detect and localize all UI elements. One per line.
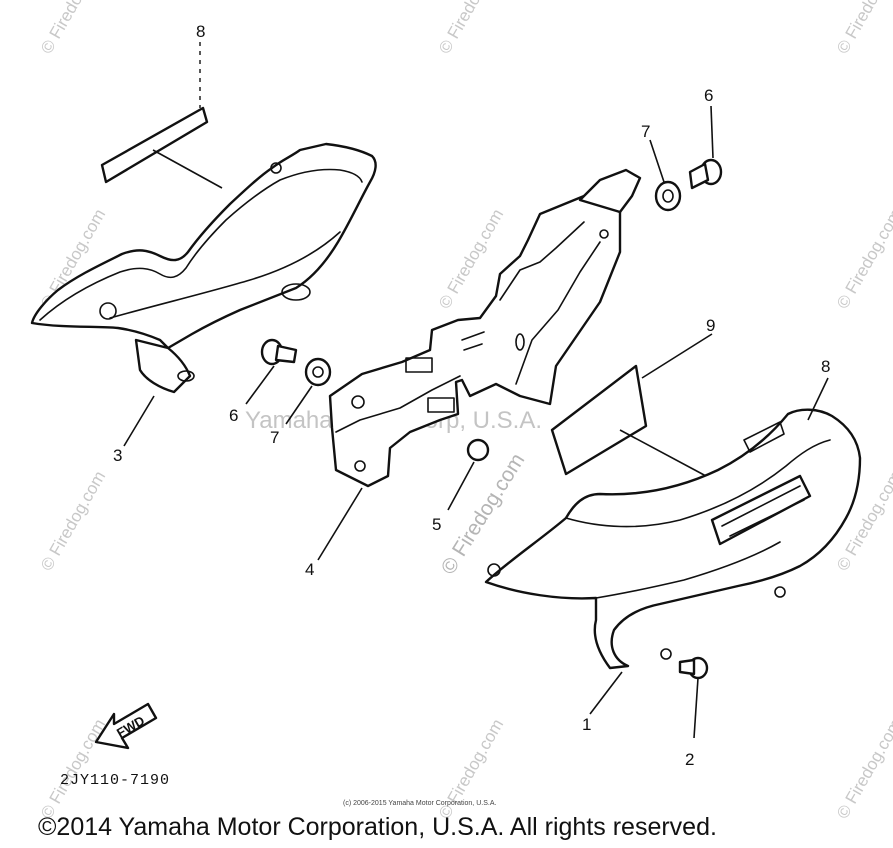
- callout-label: 6: [229, 406, 238, 425]
- watermark: © Firedog.com: [833, 716, 893, 822]
- part-8-emblem-upper: [100, 42, 223, 189]
- callout-label: 8: [821, 357, 830, 376]
- part-6-bolt-left: [245, 338, 298, 405]
- watermark: © Firedog.com: [435, 0, 507, 57]
- callout-label: 3: [113, 446, 122, 465]
- watermark-layer: © Firedog.com © Firedog.com © Firedog.co…: [37, 0, 893, 822]
- callout-label: 9: [706, 316, 715, 335]
- watermark: © Firedog.com: [37, 716, 109, 822]
- fwd-arrow: FWD: [94, 702, 158, 750]
- part-5-damper: [447, 438, 490, 511]
- watermark: © Firedog.com: [833, 0, 893, 57]
- small-copyright: (c) 2006-2015 Yamaha Motor Corporation, …: [343, 800, 496, 807]
- watermark: © Firedog.com: [833, 206, 893, 312]
- watermark: © Firedog.com: [37, 468, 109, 574]
- callout-label: 5: [432, 515, 441, 534]
- callout-label: 8: [196, 22, 205, 41]
- copyright-notice: ©2014 Yamaha Motor Corporation, U.S.A. A…: [38, 813, 717, 841]
- part-3-side-cover-left: [30, 142, 377, 447]
- callout-label: 7: [270, 428, 279, 447]
- callout-label: 6: [704, 86, 713, 105]
- watermark: © Firedog.com: [37, 0, 109, 57]
- callout-label: 1: [582, 715, 591, 734]
- part-2-screw: [678, 656, 709, 739]
- part-9-decal: [550, 333, 713, 477]
- part-4-bracket: [317, 168, 642, 561]
- part-6-bolt-upper: [688, 105, 723, 190]
- part-7-grommet-left: [285, 357, 332, 425]
- callout-layer: 8 7 6 9 8 6 7 3 4 5 1 2: [113, 22, 830, 769]
- callout-label: 4: [305, 560, 314, 579]
- callout-label: 2: [685, 750, 694, 769]
- diagram-code: 2JY110-7190: [60, 772, 170, 789]
- part-1-side-cover-right: [484, 377, 862, 715]
- part-7-grommet-upper: [649, 139, 682, 212]
- callout-label: 7: [641, 122, 650, 141]
